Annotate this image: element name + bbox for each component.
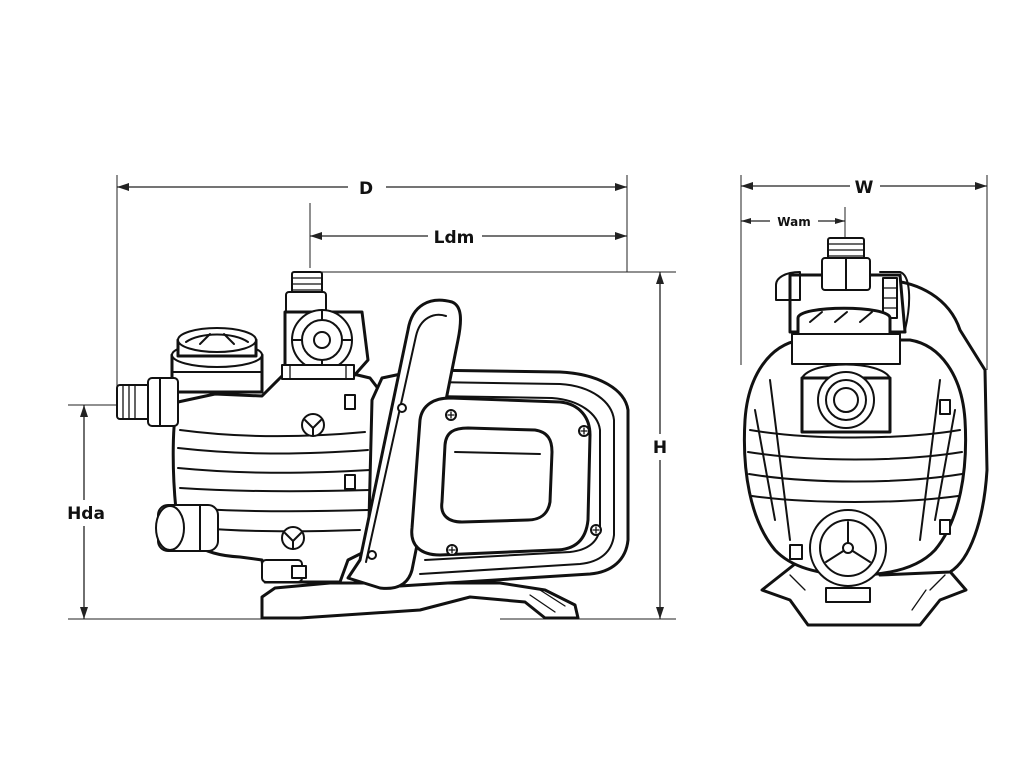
front-middle-port xyxy=(800,363,892,434)
priming-plug xyxy=(170,327,264,394)
body-screw-upper xyxy=(301,413,325,437)
suction-inlet xyxy=(116,377,179,427)
front-discharge-outlet xyxy=(821,237,871,291)
pump-base-foot xyxy=(260,581,580,620)
control-panel xyxy=(346,298,602,590)
body-screw-lower xyxy=(281,526,305,550)
label-h: H xyxy=(653,438,667,458)
front-suction-port xyxy=(809,509,887,603)
pump-side-view xyxy=(116,271,630,620)
label-hda: Hda xyxy=(67,504,105,524)
label-wam: Wam xyxy=(777,215,810,229)
label-d: D xyxy=(359,179,373,199)
label-ldm: Ldm xyxy=(434,228,475,248)
lower-port xyxy=(155,504,219,552)
discharge-outlet xyxy=(281,271,370,380)
label-w: W xyxy=(855,178,874,198)
pump-front-view xyxy=(742,237,989,627)
